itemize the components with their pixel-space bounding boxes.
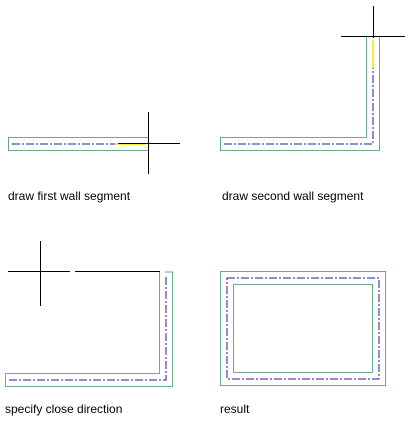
wall-centerline [224,68,374,145]
panel-specify-close-direction [5,241,173,387]
panel-draw-first-wall-segment [8,112,180,174]
caption-draw-second-wall-segment: draw second wall segment [222,189,364,203]
wall-inner-outline [233,284,373,373]
wall-centerline [9,276,167,381]
crosshair-cursor-icon [341,6,405,38]
panel-result [220,271,386,386]
wall-outer-outline [220,271,386,386]
crosshair-cursor-icon [8,241,70,306]
wall-outline [220,37,380,151]
crosshair-cursor-icon [118,112,180,174]
wall-centerline [226,277,380,380]
wall-outline [5,271,173,387]
panel-draw-second-wall-segment [220,6,405,151]
caption-draw-first-wall-segment: draw first wall segment [8,189,131,203]
caption-result: result [220,402,250,416]
caption-specify-close-direction: specify close direction [5,402,123,416]
